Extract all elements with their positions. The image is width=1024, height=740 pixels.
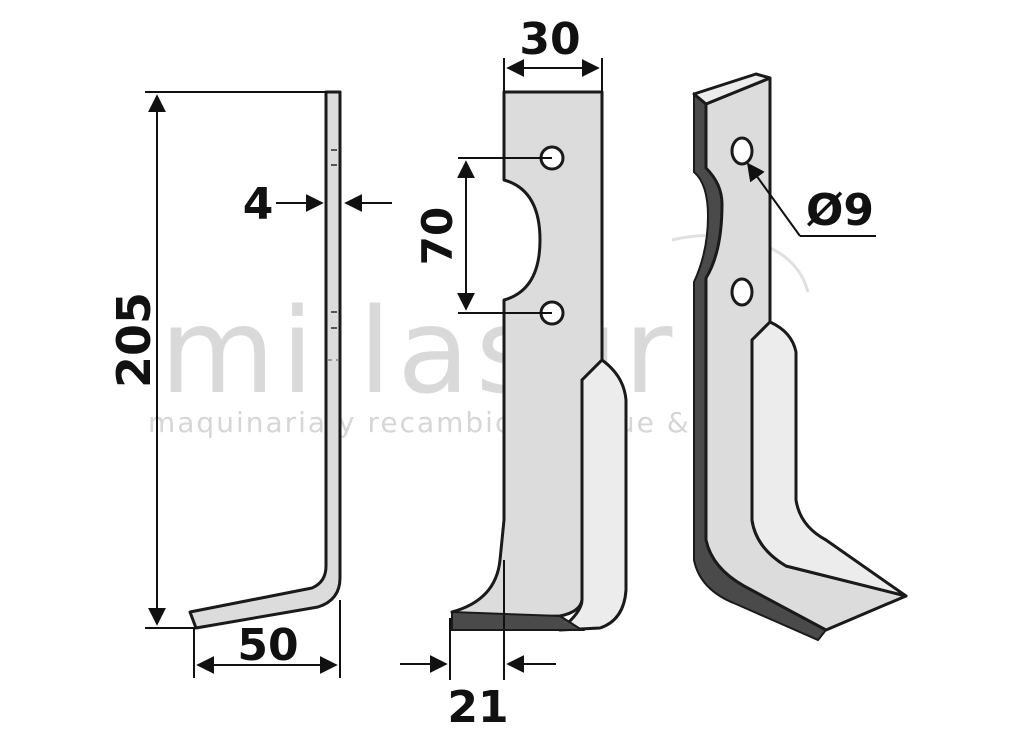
blade-front-view [450,90,628,632]
dim-height-label: 205 [107,292,161,388]
dim-offset: 21 [400,560,556,733]
dim-hole-spacing-label: 70 [413,207,462,265]
perspective-hole-lower [730,277,754,307]
dim-hole-diameter-label: Ø9 [806,185,874,236]
dim-blade-width-label: 30 [519,14,580,65]
perspective-hole-upper [730,136,754,166]
dim-foot-width-label: 50 [237,620,298,671]
dim-hole-spacing: 70 [413,157,552,314]
dim-hole-diameter: Ø9 [746,162,876,237]
dim-foot-width: 50 [193,600,341,678]
watermark-tagline: maquinaria y recambios bosque & jardín [148,406,793,439]
dim-thickness-label: 4 [243,179,274,230]
dim-offset-label: 21 [447,682,508,733]
dim-blade-width: 30 [503,14,603,92]
dim-thickness: 4 [243,179,392,230]
blade-perspective-view [692,72,908,642]
dim-height: 205 [107,91,326,629]
